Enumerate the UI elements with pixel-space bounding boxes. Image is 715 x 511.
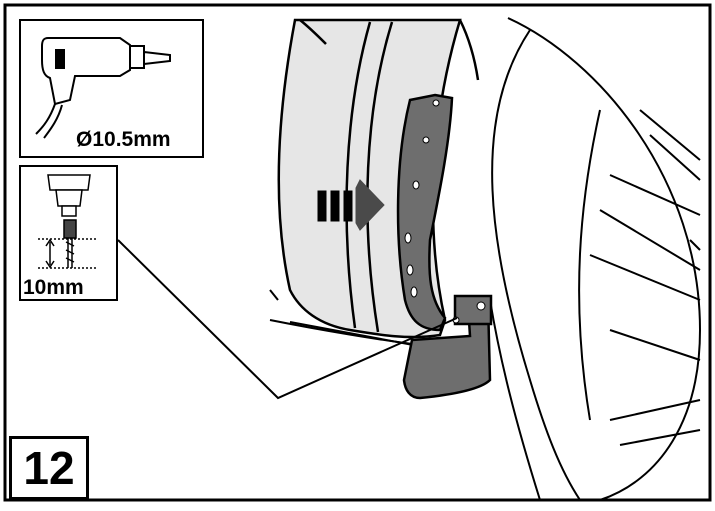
- drill-panel: Ø10.5mm: [19, 19, 204, 158]
- drill-depth-icon: [38, 174, 98, 269]
- step-number: 12: [23, 442, 75, 494]
- drill-depth-label: 10mm: [23, 276, 84, 299]
- leader-line: [117, 239, 458, 400]
- mount-bracket: [453, 294, 493, 326]
- step-number-box: 12: [9, 436, 89, 500]
- drill-depth-panel: 10mm: [19, 165, 118, 301]
- mud-flap-holes: [404, 99, 486, 324]
- drill-icon: [35, 37, 171, 139]
- push-direction-arrow-icon: [317, 179, 385, 231]
- wheel-spokes: [589, 109, 701, 446]
- drill-bit-diameter: Ø10.5mm: [76, 128, 171, 151]
